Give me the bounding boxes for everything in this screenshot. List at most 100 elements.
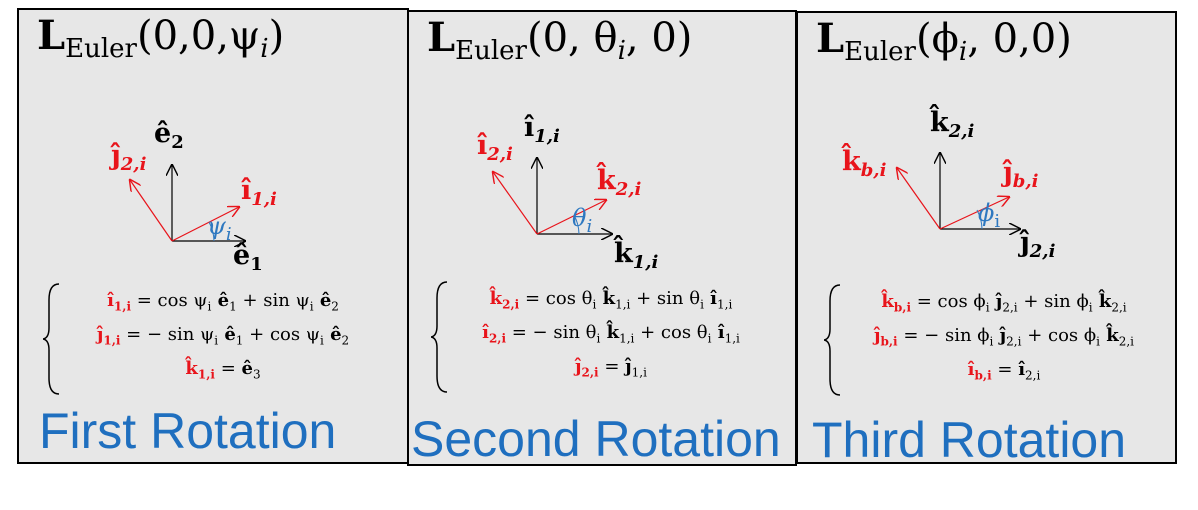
eq2-rhs-c: + cos θ (634, 322, 708, 343)
eq1-sub-c: i (309, 299, 314, 314)
eq1-sub-a: i (207, 299, 212, 314)
label-angle: ψi (207, 214, 232, 244)
eq2-rhs-b: ê (218, 324, 236, 345)
rot-x-sym: ĵ (1003, 157, 1013, 188)
eq1-rhs-d: k̂ (1092, 291, 1112, 312)
eq2-sub-b: 2,i (1006, 334, 1022, 349)
panel-third-rotation: LEuler(ϕi, 0,0) k̂2,i ĵ2,i ĵb,i k̂b,i ϕi… (796, 11, 1177, 468)
eq1-sub-d: 2,i (1111, 300, 1127, 315)
eq1-lhs-sub: 1,i (113, 299, 132, 314)
equation-system: k̂b,i = cos ϕi ĵ2,i + sin ϕi k̂2,i ĵb,i … (824, 281, 1174, 399)
eq3-lhs-sub: b,i (974, 368, 992, 383)
eq2-sub-a: i (989, 334, 994, 349)
eq3-lhs: ĵ (575, 356, 582, 377)
label-vec-right: ê1 (233, 242, 263, 274)
rot-x-sym: k̂ (597, 165, 616, 196)
eq1-sub-d: 1,i (717, 297, 733, 312)
title-close: ) (268, 13, 285, 59)
eq3-lhs-sub: 2,i (581, 365, 599, 380)
eq2-lhs-sub: b,i (880, 334, 898, 349)
eq3-rhs: = (598, 356, 626, 377)
title-sub: Euler (455, 36, 527, 66)
eq2-rhs-d: k̂ (1099, 325, 1119, 346)
rotated-axis-x (939, 197, 1009, 230)
eq2-rhs: = − sin ψ (120, 324, 215, 345)
caption: Second Rotation (411, 411, 781, 467)
eq3-lhs-sub: 1,i (197, 367, 215, 382)
title-sub: Euler (65, 34, 137, 64)
equation-system: k̂2,i = cos θi k̂1,i + sin θi î1,i î2,i … (431, 278, 781, 396)
equation-3: îb,i = î2,i (844, 359, 1164, 383)
eq3-lhs: î (967, 359, 975, 380)
title-args-sub: i (617, 36, 626, 66)
label-angle: ϕi (978, 201, 1000, 231)
label-rotated-y: î2,i (477, 132, 513, 164)
label-vec-right: k̂1,i (614, 240, 658, 272)
vec-right-sym: ĵ (1020, 227, 1030, 258)
angle-arc (573, 214, 580, 235)
eq1-sub-b: 1 (229, 299, 237, 314)
eq1-lhs: î (107, 290, 114, 311)
title-L: L (37, 12, 66, 59)
panel-title: LEuler(0, θi, 0) (427, 14, 692, 66)
eq1-sub-b: 2,i (1002, 300, 1018, 315)
rotated-axis-y (897, 168, 941, 230)
eq1-sub-a: i (592, 297, 597, 312)
eq2-sub-d: 2,i (1118, 334, 1135, 349)
title-args-sub: i (260, 34, 269, 64)
equation-3: k̂1,i = ê3 (63, 358, 383, 382)
eq2-rhs: = − sin θ (506, 322, 597, 343)
eq2-rhs-c: + cos ϕ (1021, 325, 1097, 346)
eq1-rhs-d: î (703, 288, 718, 309)
caption: Third Rotation (812, 412, 1127, 468)
vec-right-sym: ê (233, 240, 251, 271)
vec-up-sym: î (524, 112, 535, 143)
vec-up-sym: k̂ (930, 107, 949, 138)
vec-up-sub: 1,i (534, 126, 560, 147)
vec-right-sub: 2,i (1029, 241, 1056, 262)
rotation-diagram (409, 12, 799, 468)
eq3-rhs-b: ĵ (625, 356, 632, 377)
eq2-rhs: = − sin ϕ (897, 325, 990, 346)
rot-x-sym: î (241, 175, 252, 206)
eq3-rhs-b: ê (241, 358, 253, 379)
eq1-rhs-c: + sin ϕ (1017, 291, 1089, 312)
equation-system: î1,i = cos ψi ê1 + sin ψi ê2 ĵ1,i = − si… (43, 280, 393, 398)
eq2-rhs-c: + cos ψ (243, 324, 320, 345)
panel-second-rotation: LEuler(0, θi, 0) î1,i k̂1,i k̂2,i î2,i θ… (407, 10, 797, 466)
angle-sub: i (225, 224, 232, 245)
eq2-sub-d: 1,i (724, 331, 740, 346)
eq1-rhs-b: ê (211, 290, 230, 311)
vec-up-sub: 2,i (948, 121, 975, 142)
brace-icon (431, 281, 448, 393)
eq1-rhs-b: k̂ (596, 288, 616, 309)
label-vec-up: î1,i (524, 114, 560, 146)
panel-first-rotation: LEuler(0,0,ψi) ê2 ê1 î1,i ĵ2,i ψi î1,i =… (17, 8, 409, 464)
rotated-axis-x (536, 200, 606, 235)
rotated-axis-y (130, 180, 173, 242)
eq2-lhs: ĵ (96, 324, 104, 345)
equation-1: k̂b,i = cos ϕi ĵ2,i + sin ϕi k̂2,i (844, 291, 1164, 315)
title-sub: Euler (844, 37, 916, 67)
angle-sym: ψ (207, 212, 226, 240)
eq1-rhs-b: ĵ (989, 291, 1003, 312)
rot-x-sub: b,i (1012, 171, 1039, 192)
equation-2: î2,i = − sin θi k̂1,i + cos θi î1,i (451, 322, 771, 346)
rot-y-sym: î (477, 130, 488, 161)
eq3-rhs: = (214, 358, 242, 379)
eq2-sub-b: 1,i (619, 331, 635, 346)
brace-icon (43, 283, 60, 395)
angle-sub: i (586, 216, 593, 237)
label-vec-right: ĵ2,i (1020, 229, 1055, 261)
eq1-sub-c: i (1088, 300, 1093, 315)
title-args-sub: i (958, 37, 968, 67)
angle-arc (208, 221, 215, 242)
eq1-sub-a: i (985, 300, 990, 315)
title-args: (0, θ (526, 15, 618, 61)
rot-y-sym: ĵ (111, 140, 121, 171)
angle-arc (976, 209, 983, 230)
vec-right-sub: 1 (250, 254, 263, 275)
eq2-rhs-d: ê (323, 324, 342, 345)
eq2-sub-b: 1 (235, 333, 244, 348)
title-close: , 0,0) (967, 16, 1072, 62)
